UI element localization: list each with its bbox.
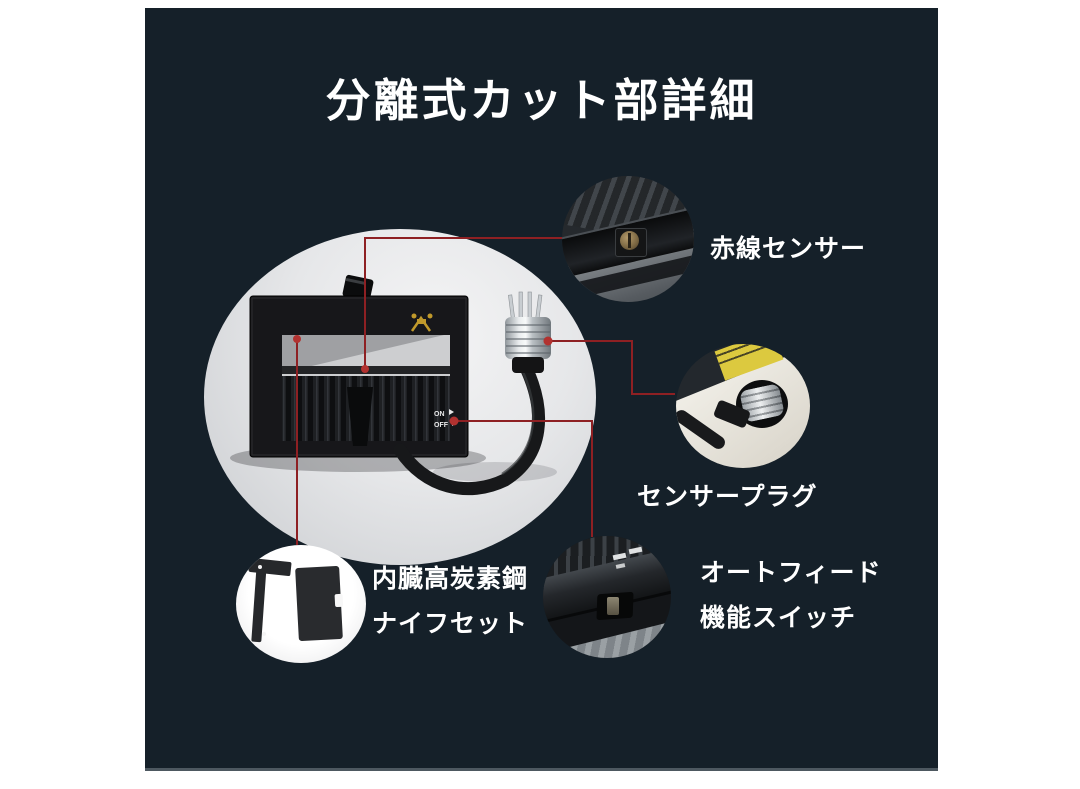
knife-plate xyxy=(295,566,344,642)
callout-dots xyxy=(293,335,553,426)
autofeed-inset-photo xyxy=(543,536,671,658)
knife-blade-arm xyxy=(248,558,292,577)
label-knife-line2: ナイフセット xyxy=(372,610,529,638)
off-mark: OFF xyxy=(434,422,449,429)
label-autofeed-line2: 機能スイッチ xyxy=(700,604,857,632)
autofeed-callout-line xyxy=(454,420,593,537)
knife-inset-photo xyxy=(236,545,366,663)
label-knife-set: 内臓高炭素鋼 ナイフセット xyxy=(372,557,528,647)
label-sensor-plug: センサープラグ xyxy=(637,483,818,511)
cutter-unit: ON OFF xyxy=(249,274,469,458)
page-title: 分離式カット部詳細 xyxy=(325,75,758,126)
knife-screw-hole xyxy=(258,565,263,570)
label-autofeed-line1: オートフィード xyxy=(700,559,882,587)
knife-plate-notch xyxy=(334,593,344,608)
label-autofeed-switch: オートフィード 機能スイッチ xyxy=(700,551,882,641)
on-mark: ON xyxy=(434,411,445,418)
plug-inset-photo xyxy=(676,344,810,468)
feed-wedge xyxy=(347,387,373,446)
sensor-callout-line xyxy=(364,237,563,369)
callout-lines xyxy=(296,237,675,545)
plug-pins xyxy=(508,291,543,322)
sensor-slit xyxy=(628,233,631,249)
plug-neck xyxy=(512,357,544,373)
connector-plug xyxy=(505,291,551,373)
switch-knob xyxy=(607,597,619,615)
warning-label-text-stripes xyxy=(714,344,777,365)
sensor-cable xyxy=(393,363,546,496)
plug-callout-line xyxy=(548,340,675,395)
knife-screw-hole xyxy=(262,632,266,637)
label-knife-line1: 内臓高炭素鋼 xyxy=(372,565,529,593)
sensor-inset-photo xyxy=(562,176,694,302)
knife-blade-bar xyxy=(251,563,268,643)
gold-emblem xyxy=(410,313,433,332)
label-infrared-sensor: 赤線センサー xyxy=(710,235,867,263)
